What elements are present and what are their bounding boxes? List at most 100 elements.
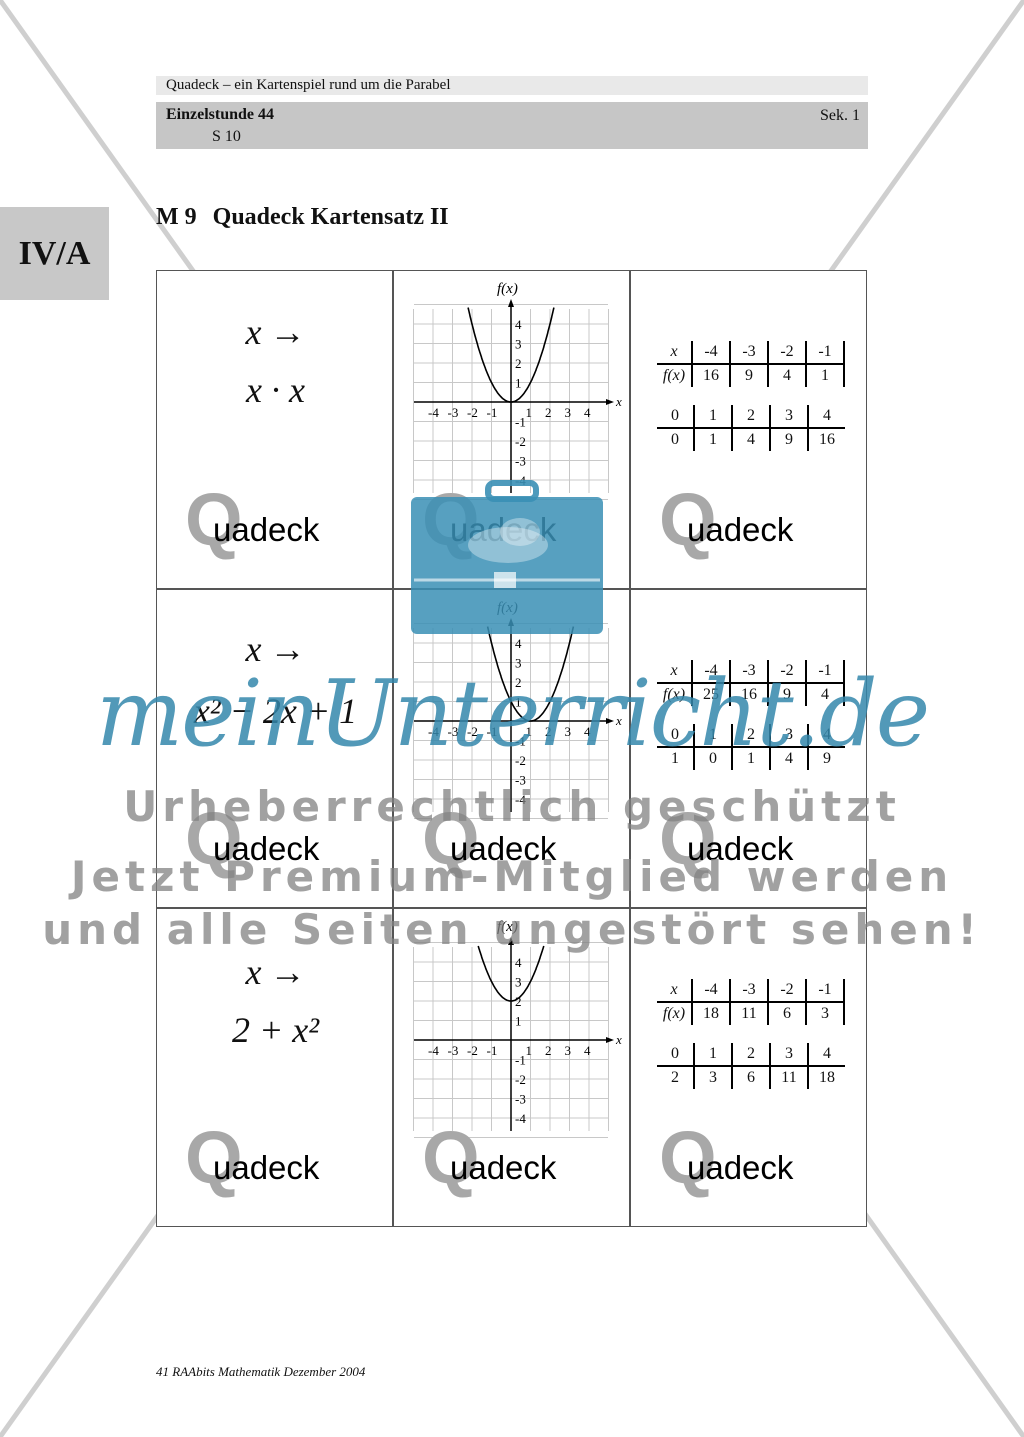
formula-top: x→ <box>157 951 392 993</box>
table-cell: 4 <box>807 405 845 429</box>
table-cell: 16 <box>691 364 730 387</box>
table-cell: 9 <box>769 428 808 451</box>
table-cell: 18 <box>691 1002 730 1025</box>
table-cell: 11 <box>729 1002 768 1025</box>
series-title: Quadeck – ein Kartenspiel rund um die Pa… <box>166 77 451 93</box>
y-axis-arrow-icon <box>508 299 514 307</box>
table-cell: -3 <box>729 979 768 1003</box>
table-cell: -4 <box>691 341 730 365</box>
lesson-header: Einzelstunde 44 Sek. 1 S 10 <box>156 102 868 149</box>
x-tick-label: 2 <box>545 405 552 420</box>
table-cell: 11 <box>769 1066 808 1089</box>
y-axis-arrow-icon <box>508 618 514 626</box>
table-cell: 3 <box>693 1066 732 1089</box>
section-heading: M 9 Quadeck Kartensatz II <box>156 204 449 231</box>
arrow-icon: → <box>269 952 306 992</box>
table-cell: -1 <box>805 979 845 1003</box>
page-footer: 41 RAAbits Mathematik Dezember 2004 <box>156 1364 366 1379</box>
level-label: Sek. 1 <box>820 107 860 124</box>
logo-word: uadeck <box>687 511 794 548</box>
section-title: Quadeck Kartensatz II <box>212 204 449 230</box>
table-cell: 4 <box>731 428 770 451</box>
table-cell: 1 <box>693 1043 732 1067</box>
logo-word: uadeck <box>450 1149 557 1186</box>
table-cell: 1 <box>805 364 845 387</box>
x-tick-label: 3 <box>565 1043 572 1058</box>
table-cell: 3 <box>805 1002 845 1025</box>
table-cell: -1 <box>805 341 845 365</box>
x-axis-label: x <box>615 394 622 409</box>
formula-expression: x · x <box>246 370 305 410</box>
x-tick-label: -4 <box>428 405 439 420</box>
y-tick-label: 4 <box>515 636 522 651</box>
series-title-bar: Quadeck – ein Kartenspiel rund um die Pa… <box>156 76 868 95</box>
y-tick-label: 1 <box>515 1014 522 1029</box>
table-cell: 1 <box>693 428 732 451</box>
formula-expression: 2 + x² <box>231 1010 320 1050</box>
table-cell: 2 <box>671 1069 679 1086</box>
table-cell: 0 <box>671 431 679 448</box>
logo-word: uadeck <box>687 1149 794 1186</box>
y-tick-label: 4 <box>515 955 522 970</box>
formula-variable: x <box>245 952 262 992</box>
table-x-label: x <box>657 341 692 365</box>
watermark-logo: meinUnterricht.de <box>95 660 930 767</box>
logo-word: uadeck <box>213 1149 320 1186</box>
logo-word: uadeck <box>450 511 557 548</box>
x-tick-label: -1 <box>487 1043 498 1058</box>
x-tick-label: -1 <box>487 405 498 420</box>
x-tick-label: -2 <box>467 1043 478 1058</box>
x-tick-label: -2 <box>467 405 478 420</box>
y-tick-label: 4 <box>515 317 522 332</box>
y-tick-label: -1 <box>515 415 526 430</box>
x-axis-label: x <box>615 1032 622 1047</box>
table-cell: 0 <box>657 1043 694 1067</box>
table-x-label: x <box>657 979 692 1003</box>
table-cell: 0 <box>657 405 694 429</box>
table-cell: 6 <box>731 1066 770 1089</box>
table-fx-label: f(x) <box>662 367 686 384</box>
table-cell: -2 <box>767 979 806 1003</box>
formula-variable: x <box>245 312 262 352</box>
y-tick-label: 2 <box>515 356 522 371</box>
section-number: M 9 <box>156 204 197 230</box>
watermark-line-2: Jetzt Premium-Mitglied werden <box>70 852 954 901</box>
x-tick-label: 2 <box>545 1043 552 1058</box>
x-axis-arrow-icon <box>606 1037 614 1043</box>
y-tick-label: -4 <box>515 473 526 488</box>
table-cell: 4 <box>807 1043 845 1067</box>
x-axis-arrow-icon <box>606 399 614 405</box>
lesson-title: Einzelstunde 44 <box>166 106 275 123</box>
table-cell: 16 <box>807 428 845 451</box>
x-tick-label: -4 <box>428 1043 439 1058</box>
x-tick-label: 1 <box>526 405 533 420</box>
y-tick-label: 1 <box>515 376 522 391</box>
x-tick-label: 4 <box>584 1043 591 1058</box>
x-tick-label: 4 <box>584 405 591 420</box>
chapter-tab: IV/A <box>0 207 109 300</box>
table-cell: -4 <box>691 979 730 1003</box>
table-cell: 4 <box>767 364 806 387</box>
table-cell: 1 <box>693 405 732 429</box>
x-tick-label: -3 <box>448 405 459 420</box>
y-tick-label: -1 <box>515 1053 526 1068</box>
lesson-code: S 10 <box>212 128 241 145</box>
table-cell: 6 <box>767 1002 806 1025</box>
x-tick-label: 1 <box>526 1043 533 1058</box>
table-cell: -2 <box>767 341 806 365</box>
table-cell: 9 <box>729 364 768 387</box>
